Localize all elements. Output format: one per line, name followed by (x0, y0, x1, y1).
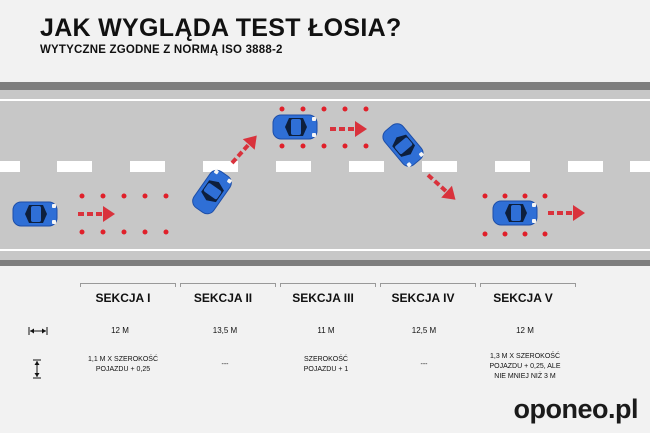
section-2-length: 13,5 M (212, 326, 238, 335)
road-surface (0, 90, 650, 260)
section-3-length: 11 M (317, 326, 335, 335)
section-2-bracket (180, 283, 276, 287)
section-3-width: SZEROKOŚĆ POJAZDU + 1 (303, 356, 349, 373)
brand-logo: oponeo.pl (513, 394, 639, 424)
section-2-width: --- (221, 361, 229, 368)
section-3-bracket (280, 283, 376, 287)
car-section-1 (12, 201, 58, 227)
section-2-label: SEKCJA II (193, 291, 253, 305)
section-1-length: 12 M (111, 326, 129, 335)
road-bottom-edge-line (0, 249, 650, 251)
section-4-bracket (380, 283, 476, 287)
section-1-width: 1,1 M X SZEROKOŚĆ POJAZDU + 0,25 (87, 356, 159, 373)
vertical-double-arrow-icon (33, 359, 41, 379)
page-subtitle: WYTYCZNE ZGODNE Z NORMĄ ISO 3888-2 (40, 44, 283, 56)
section-5-label: SEKCJA V (493, 291, 553, 305)
car-section-3 (272, 114, 318, 140)
section-1-bracket (80, 283, 176, 287)
section-5-length: 12 M (516, 326, 534, 335)
section-4-width: --- (420, 361, 428, 368)
section-3-label: SEKCJA III (292, 291, 354, 305)
road-bottom-shoulder (0, 260, 650, 266)
horizontal-double-arrow-icon (28, 327, 48, 335)
section-5-width: 1,3 M X SZEROKOŚĆ POJAZDU + 0,25, ALE NI… (489, 353, 561, 380)
section-5-bracket (480, 283, 576, 287)
section-4-label: SEKCJA IV (391, 291, 455, 305)
cones-section-1 (79, 193, 169, 235)
cones-section-5 (482, 193, 548, 237)
road-top-edge-line (0, 99, 650, 101)
center-lane-dashes (0, 161, 650, 172)
car-section-5 (492, 200, 538, 226)
section-1-label: SEKCJA I (95, 291, 151, 305)
cones-section-3 (279, 106, 369, 149)
section-4-length: 12,5 M (411, 326, 437, 335)
page-title: JAK WYGLĄDA TEST ŁOSIA? (40, 14, 402, 42)
road-top-shoulder (0, 82, 650, 90)
